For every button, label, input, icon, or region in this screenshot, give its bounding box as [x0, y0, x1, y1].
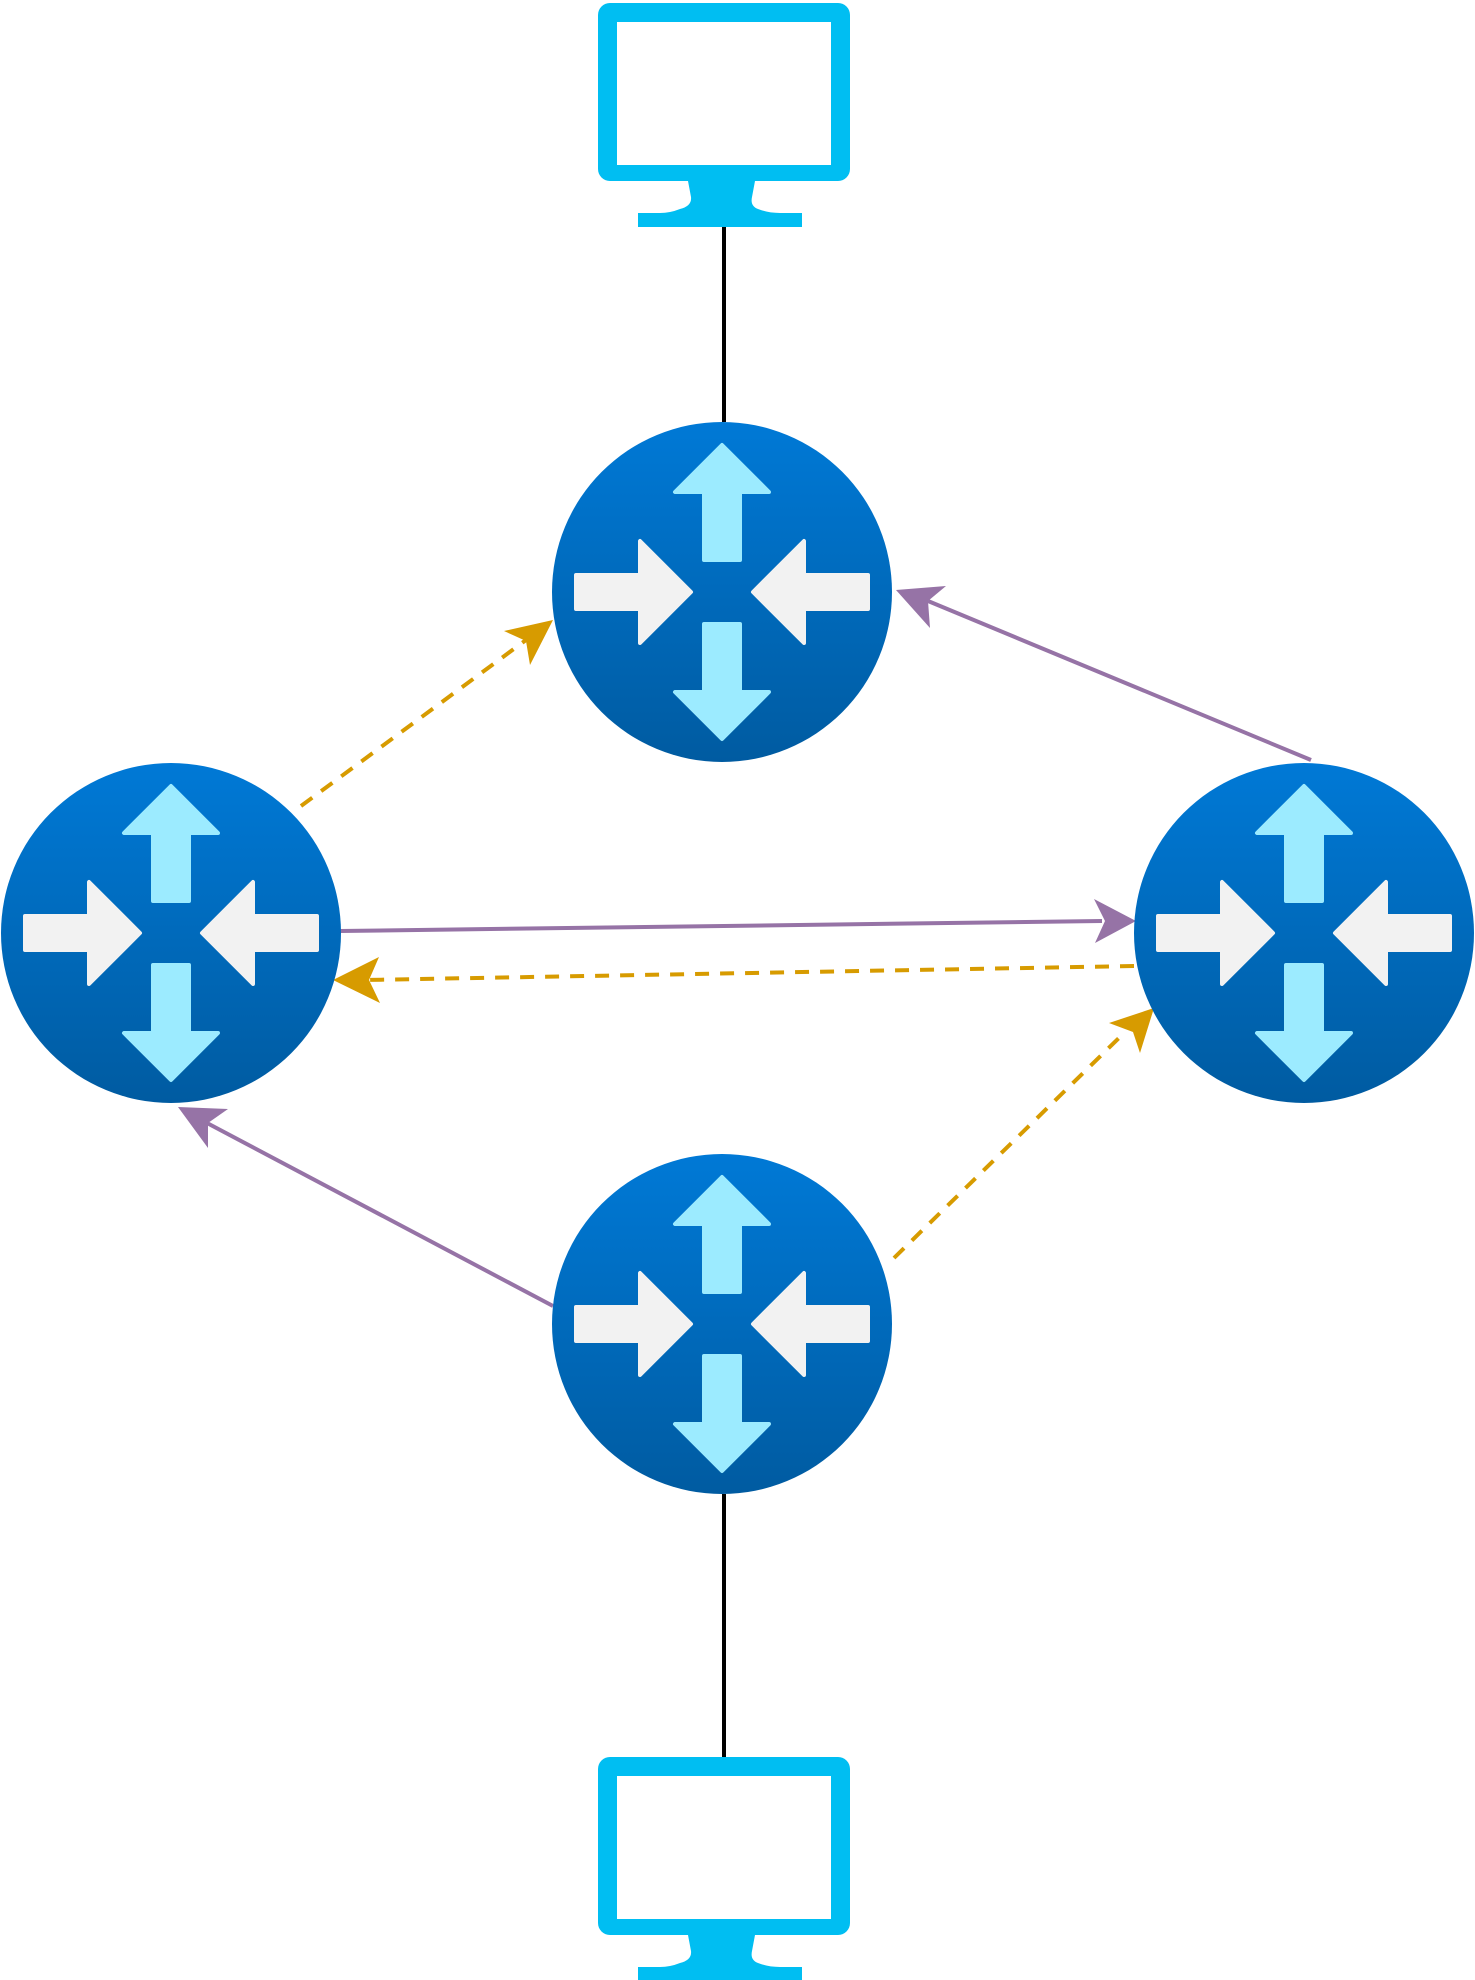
link-router-bottom-to-router-left [178, 1107, 554, 1308]
arrowhead [504, 620, 553, 665]
link-router-left-to-router-top [299, 620, 553, 808]
link-router-left-to-router-right [339, 899, 1136, 943]
monitor-icon[interactable] [598, 3, 850, 227]
router-icon[interactable] [0, 761, 343, 1105]
router-icon[interactable] [1132, 761, 1475, 1105]
arrowhead [896, 586, 946, 628]
router-icon[interactable] [550, 420, 894, 764]
arrowhead [1109, 1008, 1154, 1053]
arrowhead [1094, 899, 1136, 943]
links-layer [178, 226, 1312, 1758]
link-router-right-to-router-top [896, 586, 1312, 762]
monitor-icon[interactable] [598, 1757, 850, 1980]
nodes-layer [0, 3, 1475, 1980]
link-router-bottom-to-router-right [892, 1008, 1154, 1260]
arrowhead [178, 1107, 228, 1148]
router-icon[interactable] [550, 1152, 894, 1496]
arrowhead [333, 957, 380, 1003]
link-router-right-to-router-left [333, 957, 1135, 1003]
